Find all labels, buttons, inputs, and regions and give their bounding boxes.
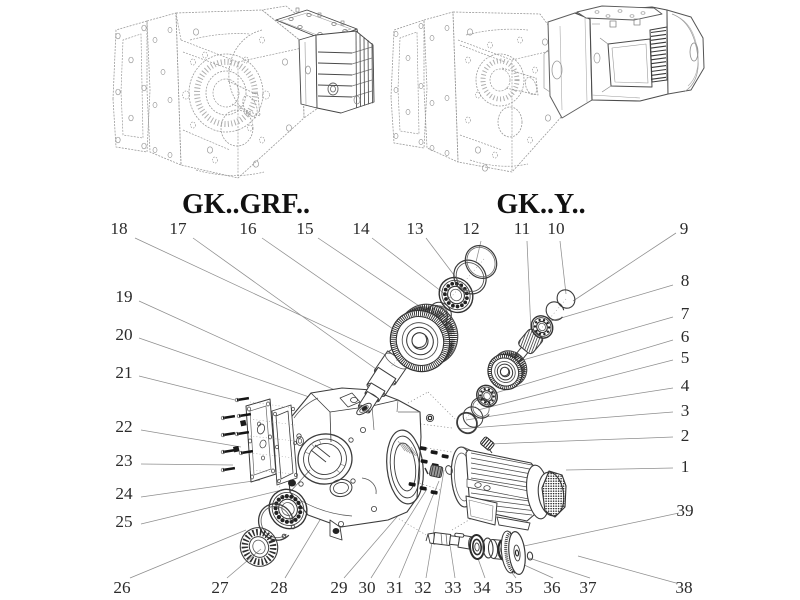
- svg-text:13: 13: [406, 219, 423, 238]
- svg-text:10: 10: [547, 219, 564, 238]
- svg-text:3: 3: [681, 401, 690, 420]
- svg-text:22: 22: [115, 417, 132, 436]
- svg-text:17: 17: [169, 219, 187, 238]
- svg-text:18: 18: [110, 219, 127, 238]
- svg-text:35: 35: [505, 578, 522, 597]
- svg-text:27: 27: [211, 578, 229, 597]
- svg-text:GK..GRF..: GK..GRF..: [182, 189, 310, 220]
- svg-text:24: 24: [115, 484, 133, 503]
- svg-text:37: 37: [579, 578, 597, 597]
- svg-text:21: 21: [115, 363, 132, 382]
- svg-text:7: 7: [681, 304, 690, 323]
- svg-text:6: 6: [681, 327, 690, 346]
- svg-text:38: 38: [675, 578, 692, 597]
- svg-text:1: 1: [681, 457, 690, 476]
- svg-text:25: 25: [115, 512, 132, 531]
- svg-text:14: 14: [352, 219, 370, 238]
- svg-text:16: 16: [239, 219, 257, 238]
- svg-text:4: 4: [681, 376, 690, 395]
- svg-text:19: 19: [115, 287, 132, 306]
- svg-text:5: 5: [681, 348, 690, 367]
- svg-text:2: 2: [681, 426, 690, 445]
- svg-text:15: 15: [296, 219, 313, 238]
- svg-text:32: 32: [414, 578, 431, 597]
- svg-text:28: 28: [270, 578, 287, 597]
- svg-text:20: 20: [115, 325, 132, 344]
- svg-text:GK..Y..: GK..Y..: [496, 189, 585, 220]
- svg-text:12: 12: [462, 219, 479, 238]
- svg-text:11: 11: [514, 219, 531, 238]
- svg-text:8: 8: [681, 271, 690, 290]
- svg-text:31: 31: [386, 578, 403, 597]
- svg-text:29: 29: [330, 578, 347, 597]
- svg-text:23: 23: [115, 451, 132, 470]
- svg-text:30: 30: [358, 578, 375, 597]
- svg-text:9: 9: [680, 219, 689, 238]
- svg-text:33: 33: [444, 578, 461, 597]
- svg-text:36: 36: [543, 578, 561, 597]
- svg-text:26: 26: [113, 578, 131, 597]
- svg-text:39: 39: [676, 501, 693, 520]
- svg-text:34: 34: [473, 578, 491, 597]
